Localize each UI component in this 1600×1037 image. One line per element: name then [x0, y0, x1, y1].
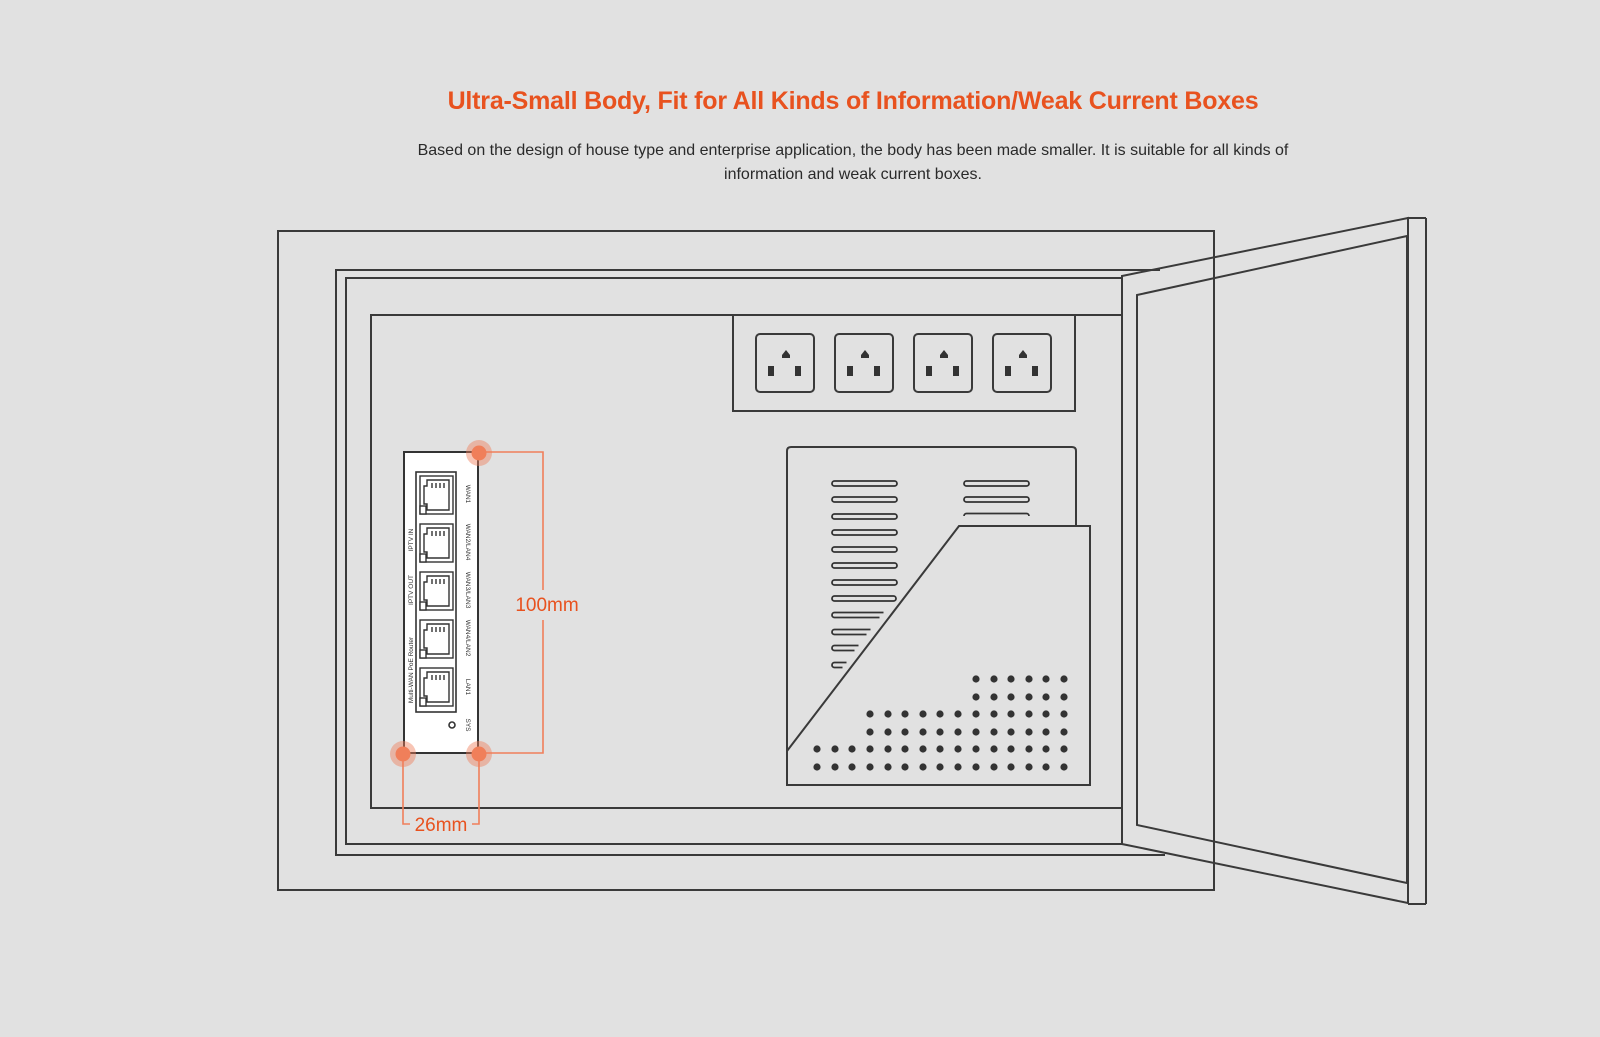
width-label: 26mm: [415, 815, 468, 836]
socket-panel: [732, 314, 1076, 412]
power-socket: [992, 333, 1052, 393]
power-socket: [834, 333, 894, 393]
dimension-markers: [390, 440, 492, 767]
vent-slots: [831, 480, 1030, 669]
cabinet-inner-frame: [335, 269, 1165, 856]
cabinet-outer-frame: [277, 230, 1215, 891]
port-label-wan3-lan3: WAN3/LAN3: [464, 572, 471, 609]
label-iptv-in: IPTV IN: [408, 528, 415, 551]
port-label-wan2-lan4: WAN2/LAN4: [464, 524, 471, 561]
height-label: 100mm: [515, 595, 578, 616]
ethernet-port: [419, 619, 454, 659]
power-socket: [755, 333, 815, 393]
port-label-wan1: WAN1: [464, 485, 471, 504]
modem-front-box: [786, 525, 1091, 786]
cabinet-door: [1121, 216, 1409, 905]
port-label-lan1: LAN1: [464, 679, 471, 696]
poe-router: WAN1 WAN2/LAN4 WAN3/LAN3 WAN4/LAN2 LAN1 …: [403, 451, 479, 754]
ethernet-port: [419, 523, 454, 563]
label-iptv-out: IPTV OUT: [408, 575, 415, 605]
page-title: Ultra-Small Body, Fit for All Kinds of I…: [447, 86, 1259, 115]
modem-back-unit: [786, 446, 1077, 751]
ethernet-port: [419, 667, 454, 707]
sys-led: [448, 721, 456, 729]
power-socket: [913, 333, 973, 393]
led-label-sys: SYS: [464, 718, 471, 732]
cabinet-door-inner: [1136, 234, 1408, 885]
cabinet-inner-frame-2: [345, 277, 1122, 845]
ethernet-port: [419, 571, 454, 611]
width-dimension-line: [402, 753, 480, 825]
speaker-dots: [813, 675, 1068, 771]
page-subtitle: Based on the design of house type and en…: [417, 142, 1289, 183]
port-label-wan4-lan2: WAN4/LAN2: [464, 620, 471, 657]
router-model-label: Multi-WAN PoE Router: [408, 636, 415, 703]
ethernet-port: [419, 475, 454, 515]
